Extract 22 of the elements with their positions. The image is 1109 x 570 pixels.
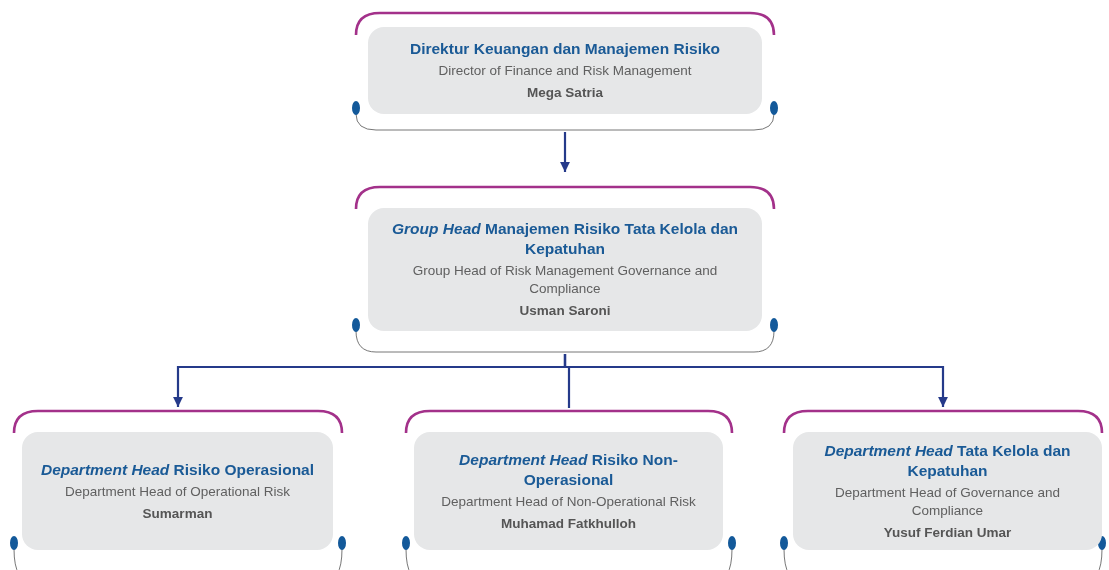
- position-subtitle: Department Head of Operational Risk: [64, 482, 291, 501]
- position-subtitle: Department Head of Governance and Compliance: [833, 483, 1062, 520]
- arrow: [563, 354, 948, 407]
- person-name: Usman Saroni: [519, 302, 611, 320]
- person-name: Yusuf Ferdian Umar: [883, 523, 1012, 542]
- position-title: Department Head Risiko Non-Operasional: [458, 449, 679, 490]
- position-subtitle: Department Head of Non-Operational Risk: [441, 492, 696, 511]
- position-subtitle: Group Head of Risk Management Governance and Compliance: [411, 262, 719, 298]
- position-title: Department Head Risiko Operasional: [40, 459, 315, 480]
- org-chart-node: [778, 408, 1108, 570]
- org-chart-node: [400, 408, 738, 570]
- person-name: Mega Satria: [527, 84, 603, 102]
- position-title: Direktur Keuangan dan Manajemen Risiko: [409, 39, 721, 59]
- org-chart-node: [350, 10, 780, 132]
- position-title: Group Head Manajemen Risiko Tata Kelola dan Kepatuhan: [391, 219, 739, 259]
- org-chart-node: [8, 408, 348, 570]
- position-subtitle: Director of Finance and Risk Management: [438, 62, 692, 80]
- person-name: Sumarman: [142, 504, 213, 523]
- org-chart-node: [350, 184, 780, 354]
- position-title: Department Head Tata Kelola dan Kepatuhan: [823, 440, 1072, 481]
- arrow: [560, 132, 570, 172]
- person-name: Muhamad Fatkhulloh: [501, 514, 636, 533]
